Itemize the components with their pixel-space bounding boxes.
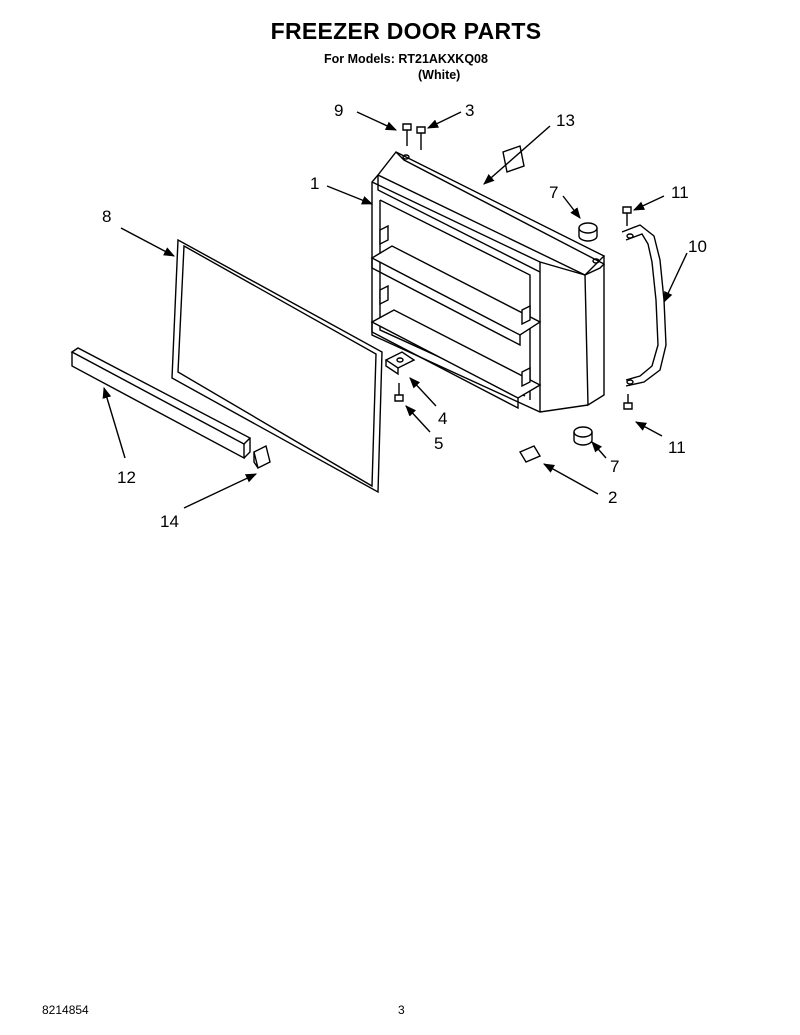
hinge-plate [520,446,540,462]
hinge-bolt-top [417,127,425,150]
callout-7-top: 7 [549,183,559,202]
handle-screw-bottom [624,394,632,409]
model-number: For Models: RT21AKXKQ08 [324,52,488,66]
color-note: (White) [418,68,461,82]
hinge-bracket [386,352,414,374]
door-panel [372,152,604,412]
bracket-screw [395,383,403,401]
callout-11-bottom: 11 [668,438,686,457]
handle-screw-top [623,207,631,226]
hinge-screw-top [403,124,411,146]
callout-8: 8 [102,207,112,226]
callout-5: 5 [434,434,444,453]
callout-11-top: 11 [671,183,689,202]
document-number: 8214854 [42,1003,89,1017]
callout-9: 9 [334,101,344,120]
page-number: 3 [398,1003,405,1017]
callout-10: 10 [688,237,707,256]
door-gasket [172,240,382,492]
callout-4: 4 [438,409,448,428]
callout-13: 13 [556,111,575,130]
callout-14: 14 [160,512,179,531]
callout-3: 3 [465,101,475,120]
callout-1: 1 [310,174,320,193]
end-cap [254,446,270,468]
callout-2: 2 [608,488,618,507]
page-title: FREEZER DOOR PARTS [270,18,542,44]
leader-lines [102,112,687,508]
callout-7-bottom: 7 [610,457,620,476]
bushing-bottom [574,427,592,445]
bushing-top [579,223,597,241]
callout-12: 12 [117,468,136,487]
door-handle [622,225,666,386]
trim-strip [72,348,250,458]
